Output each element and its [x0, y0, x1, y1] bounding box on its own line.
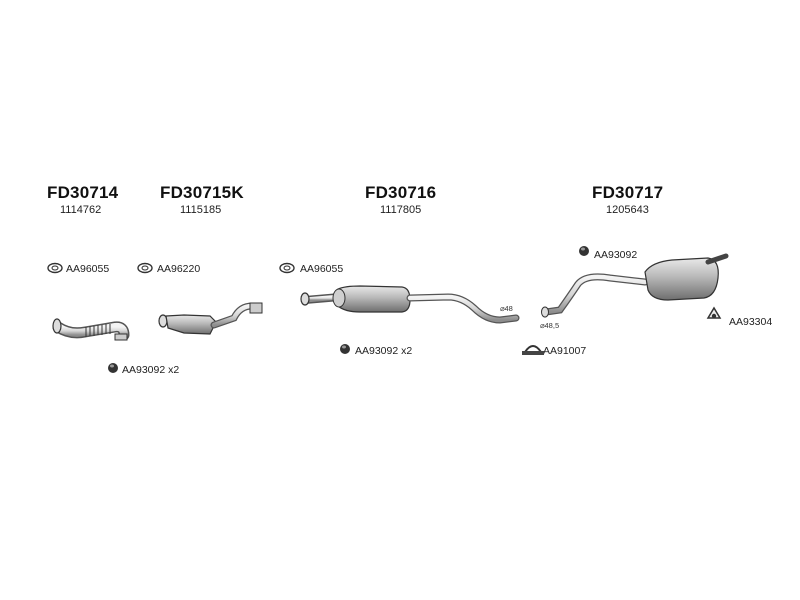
assembly-part-number-4: 1205643	[606, 204, 649, 216]
accessory-label-hanger: AA93304	[729, 316, 773, 328]
diameter-label-2: ⌀48,5	[540, 321, 560, 330]
hanger-icon[interactable]	[706, 306, 722, 319]
middle-silencer[interactable]	[300, 285, 520, 324]
rubber-mount-icon[interactable]	[108, 363, 118, 373]
front-pipe-with-flex[interactable]	[52, 318, 130, 341]
accessory-label-gasket-3: AA96055	[300, 263, 344, 275]
gasket-icon[interactable]	[47, 262, 63, 274]
accessory-label-mount-1: AA93092 x2	[122, 364, 180, 376]
diameter-label-1: ⌀48	[500, 304, 513, 313]
assembly-code-3[interactable]: FD30716	[365, 183, 437, 202]
accessory-label-gasket-1: AA96055	[66, 263, 110, 275]
accessory-label-gasket-2: AA96220	[157, 263, 201, 275]
assembly-code-1[interactable]: FD30714	[47, 183, 119, 202]
clamp-icon[interactable]	[522, 345, 544, 355]
accessory-label-clamp: AA91007	[543, 345, 587, 357]
assembly-part-number-2: 1115185	[180, 204, 222, 216]
accessory-label-mount-2: AA93092 x2	[355, 345, 413, 357]
rear-silencer[interactable]	[541, 253, 729, 318]
assembly-code-4[interactable]: FD30717	[592, 183, 664, 202]
assembly-part-number-3: 1117805	[380, 204, 422, 216]
catalytic-converter[interactable]	[158, 302, 263, 335]
rubber-mount-icon[interactable]	[579, 246, 589, 256]
accessory-label-mount-3: AA93092	[594, 249, 638, 261]
assembly-code-2[interactable]: FD30715K	[160, 183, 244, 202]
assembly-part-number-1: 1114762	[60, 204, 102, 216]
gasket-icon[interactable]	[279, 262, 295, 274]
gasket-icon[interactable]	[137, 262, 153, 274]
rubber-mount-icon[interactable]	[340, 344, 350, 354]
